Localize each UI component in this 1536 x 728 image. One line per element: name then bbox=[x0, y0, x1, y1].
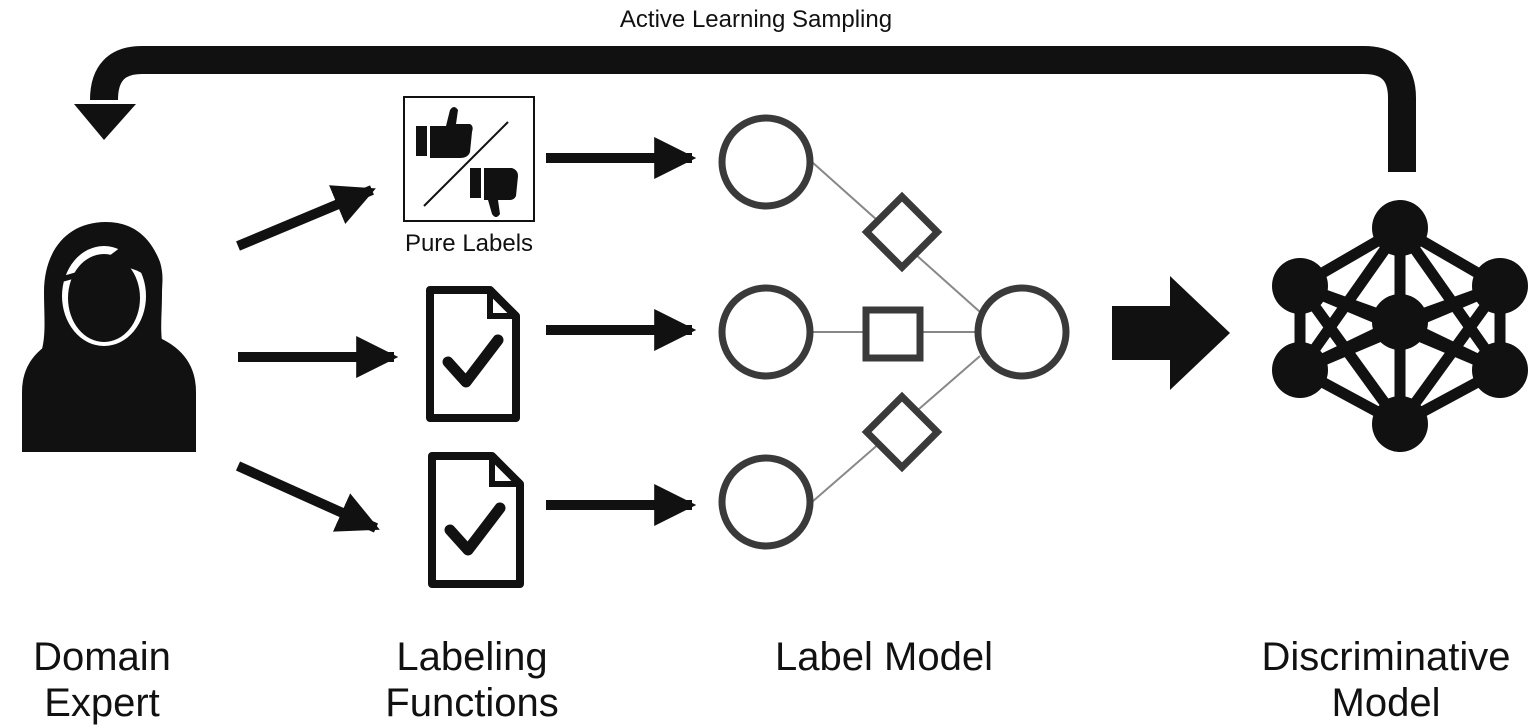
neural-network-icon bbox=[1272, 200, 1528, 452]
labeling-function-1 bbox=[426, 286, 520, 422]
label-variable-node bbox=[974, 284, 1070, 380]
domain-expert-caption-line1: Domain bbox=[33, 635, 171, 679]
lf-variable-node bbox=[718, 454, 814, 550]
domain-expert-caption-line2: Expert bbox=[44, 681, 160, 725]
thumbs-up-icon bbox=[416, 107, 473, 158]
lf-variable-node bbox=[718, 114, 814, 210]
discriminative-model-caption-line1: Discriminative bbox=[1262, 635, 1511, 679]
factor-node bbox=[861, 391, 943, 473]
factor-node bbox=[862, 306, 924, 362]
pure-labels-caption: Pure Labels bbox=[405, 230, 533, 257]
lf-variable-node bbox=[718, 284, 814, 380]
label-model-graph bbox=[718, 114, 1070, 550]
label-model-to-discriminative-arrow bbox=[1112, 276, 1230, 390]
thumbs-down-icon bbox=[470, 168, 518, 217]
expert-to-lf2-arrow bbox=[235, 461, 380, 533]
expert-to-pure-labels-arrow bbox=[236, 185, 376, 251]
discriminative-model-caption-line2: Model bbox=[1332, 681, 1441, 725]
labeling-function-2 bbox=[428, 452, 524, 588]
labeling-functions-caption-line1: Labeling bbox=[396, 635, 547, 679]
person-silhouette-icon bbox=[22, 222, 196, 452]
checkmark-icon bbox=[444, 502, 506, 556]
active-learning-loop-arrow bbox=[74, 46, 1416, 172]
label-model-caption: Label Model bbox=[775, 635, 993, 679]
pure-labels-box bbox=[403, 96, 535, 222]
active-learning-label: Active Learning Sampling bbox=[620, 6, 892, 33]
factor-node bbox=[861, 191, 943, 273]
labeling-functions-caption-line2: Functions bbox=[385, 681, 558, 725]
checkmark-icon bbox=[442, 334, 504, 388]
